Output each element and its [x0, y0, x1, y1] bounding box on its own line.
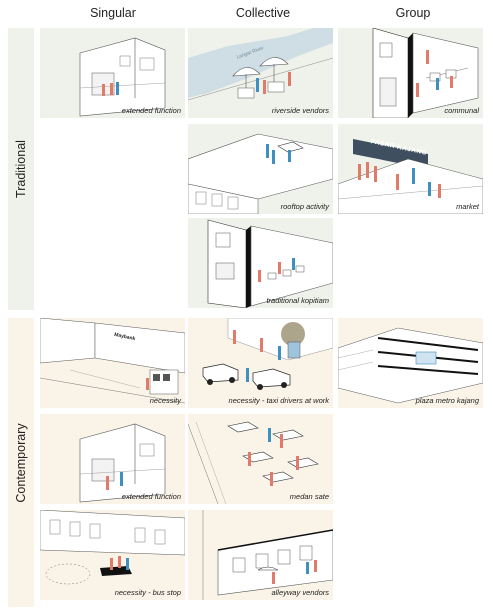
caption-plaza-metro-kajang: plaza metro kajang [415, 396, 479, 405]
column-header-group: Group [395, 6, 431, 20]
illustration-traditional-kopitiam [207, 219, 333, 308]
illustration-rooftop-activity [188, 133, 333, 214]
caption-communal: communal [444, 106, 479, 115]
column-header-collective: Collective [235, 6, 291, 20]
column-header-singular: Singular [90, 6, 136, 20]
caption-market: market [456, 202, 479, 211]
caption-extended-function-traditional: extended function [121, 106, 181, 115]
caption-riverside-vendors: riverside vendors [271, 106, 329, 115]
panel-necessity: Maybank necessity [40, 318, 185, 408]
row-band-traditional: Traditional [8, 28, 34, 310]
row-band-contemporary: Contemporary [8, 318, 34, 607]
panel-communal: communal [338, 28, 483, 118]
panel-extended-function-traditional: extended function [40, 28, 185, 118]
illustration-extended-function [79, 37, 166, 117]
panel-plaza-metro-kajang: plaza metro kajang [338, 318, 483, 408]
caption-necessity-bus-stop: necessity - bus stop [114, 588, 181, 597]
illustration-alleyway-vendors [202, 510, 333, 600]
illustration-market [338, 139, 483, 214]
illustration-extended-function-contemporary [79, 423, 166, 503]
panel-medan-sate: medan sate [188, 414, 333, 504]
caption-necessity: necessity [149, 396, 181, 405]
panel-market: PASAR KAJANG market [338, 124, 483, 214]
illustration-communal [372, 28, 479, 118]
panel-necessity-bus-stop: necessity - bus stop [40, 510, 185, 600]
panel-traditional-kopitiam: traditional kopitiam [188, 218, 333, 308]
caption-necessity-taxi: necessity - taxi drivers at work [228, 396, 329, 405]
caption-extended-function-contemporary: extended function [121, 492, 181, 501]
illustration-necessity [40, 318, 185, 404]
caption-alleyway-vendors: alleyway vendors [271, 588, 329, 597]
illustration-medan-sate [188, 421, 319, 504]
panel-rooftop-activity: rooftop activity [188, 124, 333, 214]
illustration-riverside-vendors [188, 28, 333, 101]
panel-extended-function-contemporary: extended function [40, 414, 185, 504]
panel-alleyway-vendors: alleyway vendors [188, 510, 333, 600]
caption-rooftop-activity: rooftop activity [280, 202, 329, 211]
caption-medan-sate: medan sate [289, 492, 329, 501]
panel-necessity-taxi: necessity - taxi drivers at work [188, 318, 333, 408]
caption-traditional-kopitiam: traditional kopitiam [266, 296, 329, 305]
panel-riverside-vendors: Langat River riverside vendors [188, 28, 333, 118]
row-label-traditional: Traditional [14, 140, 28, 198]
row-label-contemporary: Contemporary [14, 422, 28, 503]
illustration-necessity-bus-stop [40, 510, 185, 585]
illustration-plaza-metro-kajang [338, 327, 483, 404]
illustration-necessity-taxi [202, 318, 333, 390]
